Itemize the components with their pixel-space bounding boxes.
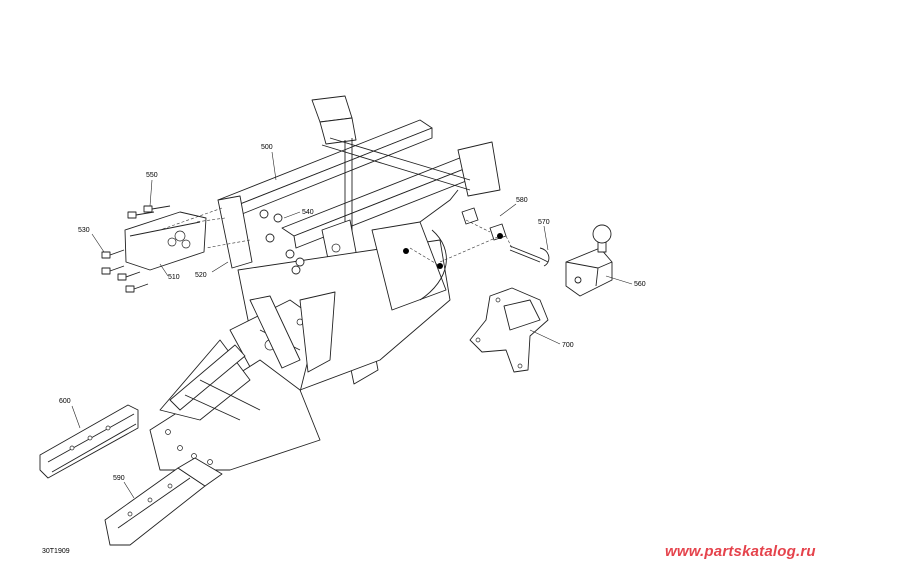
- callout-550: 550: [146, 172, 158, 179]
- hitch-ball-560: [565, 224, 613, 297]
- callout-520: 520: [195, 272, 207, 279]
- watermark-link[interactable]: www.partskatalog.ru: [665, 543, 816, 560]
- leader-lines: [71, 151, 633, 499]
- callout-540: 540: [302, 209, 314, 216]
- lower-frame-body: [149, 189, 459, 471]
- skid-plate-600: [39, 404, 139, 479]
- callout-530: 530: [78, 227, 90, 234]
- pin-570: [509, 245, 550, 267]
- hitch-plate-700: [469, 287, 549, 373]
- reference-dots: [403, 233, 503, 269]
- figure-code: 30T1909: [42, 548, 70, 555]
- upper-frame-rails: [217, 95, 501, 269]
- callout-560: 560: [634, 281, 646, 288]
- callout-590: 590: [113, 475, 125, 482]
- callout-510: 510: [168, 274, 180, 281]
- callout-700: 700: [562, 342, 574, 349]
- alignment-dashes: [159, 207, 513, 267]
- callout-570: 570: [538, 219, 550, 226]
- lower-rail-590: [104, 457, 223, 546]
- bracket-510: [124, 211, 207, 271]
- callout-600: 600: [59, 398, 71, 405]
- callout-500: 500: [261, 144, 273, 151]
- bolts-530: [101, 249, 149, 293]
- callout-580: 580: [516, 197, 528, 204]
- nuts-540: [259, 209, 305, 275]
- bolts-550: [127, 205, 171, 219]
